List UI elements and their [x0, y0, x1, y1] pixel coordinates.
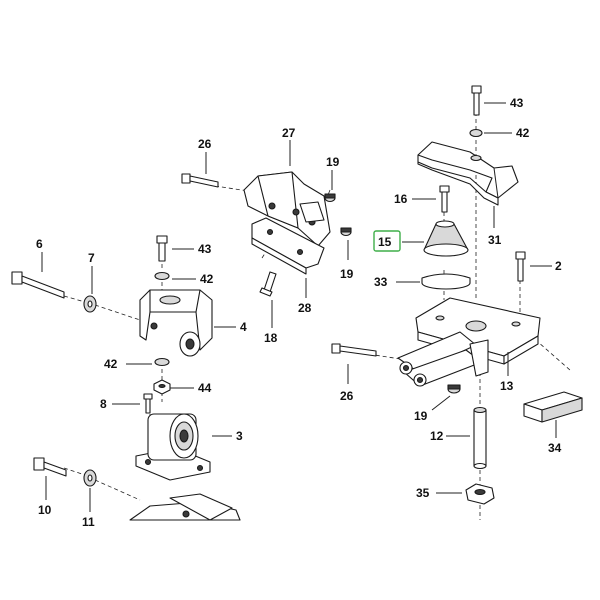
washer-42-left-upper	[154, 271, 170, 281]
callout-34[interactable]: 34	[548, 441, 562, 455]
callout-3[interactable]: 3	[236, 429, 243, 443]
stud-8	[143, 393, 153, 414]
bolt-26-right	[331, 343, 377, 357]
callout-28[interactable]: 28	[298, 301, 312, 315]
rubber-mount-3	[135, 413, 211, 481]
callout-6[interactable]: 6	[36, 237, 43, 251]
engine-bracket-27	[243, 171, 331, 247]
callout-27[interactable]: 27	[282, 126, 296, 140]
block-34	[523, 391, 583, 423]
nut-35	[465, 483, 495, 505]
nut-19-middle	[340, 227, 352, 237]
plate-28	[251, 217, 325, 275]
callout-10[interactable]: 10	[38, 503, 52, 517]
callout-26-right[interactable]: 26	[340, 389, 354, 403]
washer-11	[83, 469, 97, 487]
callout-43-left[interactable]: 43	[198, 242, 212, 256]
callout-42-left-lower[interactable]: 42	[104, 357, 118, 371]
callout-42-left-upper[interactable]: 42	[200, 272, 214, 286]
callout-18[interactable]: 18	[264, 331, 278, 345]
nut-19-bottom	[447, 384, 461, 394]
callout-8[interactable]: 8	[100, 397, 107, 411]
bolt-6	[11, 271, 65, 299]
callout-42-top[interactable]: 42	[516, 126, 530, 140]
callout-19-upper[interactable]: 19	[326, 155, 340, 169]
lower-mount-bracket-13	[397, 297, 541, 387]
callout-16[interactable]: 16	[394, 192, 408, 206]
washer-42-top	[469, 128, 483, 138]
callout-35[interactable]: 35	[416, 486, 430, 500]
callout-15-highlight	[373, 230, 401, 252]
callout-2[interactable]: 2	[555, 259, 562, 273]
callout-labels[interactable]: 43 42 26 27 19 16 15 31 6 7 43 19 2 33 4…	[36, 96, 562, 529]
bolt-10	[33, 457, 67, 477]
callout-26-top[interactable]: 26	[198, 137, 212, 151]
callout-11[interactable]: 11	[82, 515, 95, 529]
callout-43-top[interactable]: 43	[510, 96, 524, 110]
leader-lines	[41, 102, 557, 512]
bolt-18	[259, 271, 277, 297]
bolt-16	[439, 185, 450, 213]
rubber-cone-mount-15	[423, 220, 469, 257]
callout-13[interactable]: 13	[500, 379, 514, 393]
callout-7[interactable]: 7	[88, 251, 95, 265]
callout-19-middle[interactable]: 19	[340, 267, 354, 281]
lower-bracket-partial	[129, 493, 241, 521]
bolt-26-top	[181, 173, 219, 188]
callout-33[interactable]: 33	[374, 275, 388, 289]
callout-31[interactable]: 31	[488, 233, 502, 247]
washer-42-left-lower	[154, 357, 170, 367]
callout-15[interactable]: 15	[378, 235, 392, 249]
bolt-43-top	[471, 85, 482, 116]
disc-33	[421, 273, 471, 290]
callout-44[interactable]: 44	[198, 381, 212, 395]
top-mount-bracket	[417, 141, 519, 206]
spacer-rod-12	[473, 406, 487, 470]
washer-7	[83, 295, 97, 313]
bolt-43-left	[156, 235, 168, 262]
callout-4[interactable]: 4	[240, 320, 247, 334]
callout-19-bottom[interactable]: 19	[414, 409, 428, 423]
bolt-2	[515, 251, 526, 282]
nut-44	[153, 379, 171, 395]
callout-12[interactable]: 12	[430, 429, 444, 443]
mount-bracket-4	[139, 289, 213, 357]
nut-19-upper	[324, 193, 336, 203]
